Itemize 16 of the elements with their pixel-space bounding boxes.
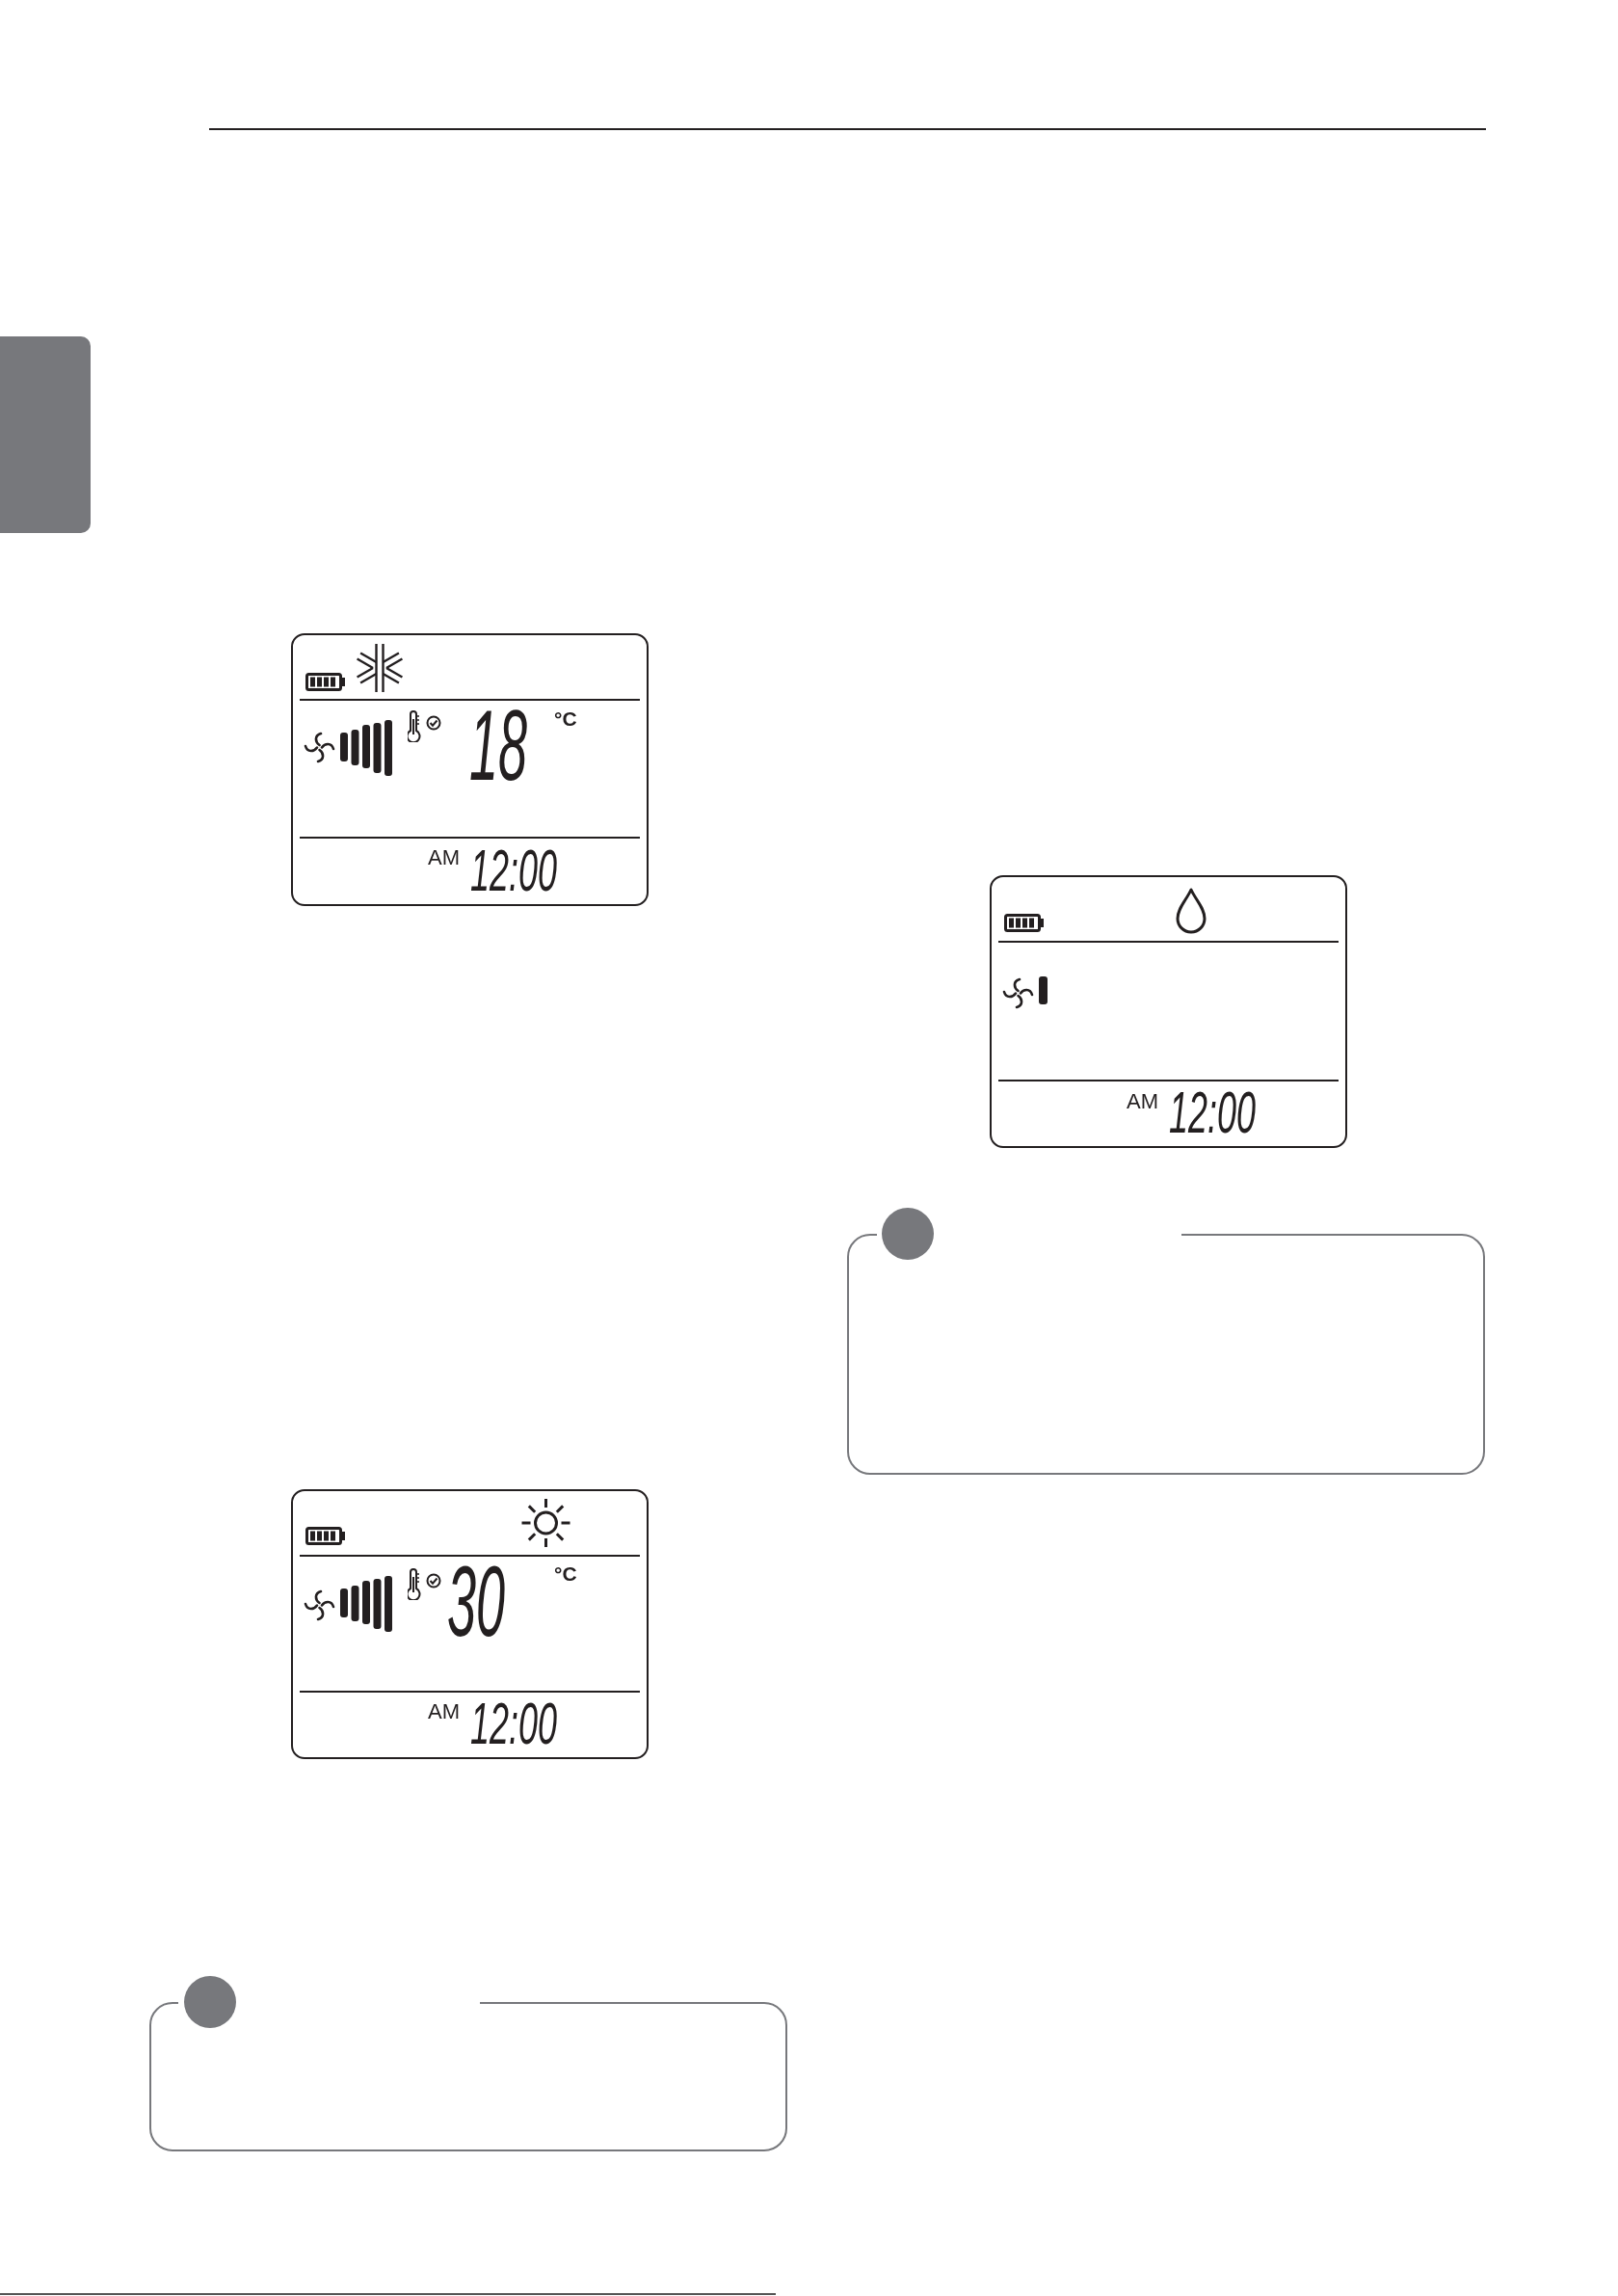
lcd-display — [990, 875, 1347, 1148]
unit-label: °C — [554, 708, 577, 729]
clock-readout: 12:00 — [1169, 1082, 1256, 1142]
lcd-display — [291, 1489, 649, 1759]
temperature-readout: 18 — [469, 695, 528, 795]
clock-readout: 12:00 — [470, 1694, 557, 1753]
am-pm-label: AM — [428, 847, 460, 868]
temperature-readout: 30 — [447, 1551, 506, 1651]
lcd-display — [291, 633, 649, 906]
note-frame — [847, 1234, 1485, 1475]
side-tab — [0, 336, 91, 533]
am-pm-label: AM — [428, 1701, 460, 1722]
clock-readout: 12:00 — [470, 841, 557, 900]
unit-label: °C — [554, 1563, 577, 1584]
note-frame — [149, 2002, 787, 2151]
am-pm-label: AM — [1127, 1091, 1158, 1112]
